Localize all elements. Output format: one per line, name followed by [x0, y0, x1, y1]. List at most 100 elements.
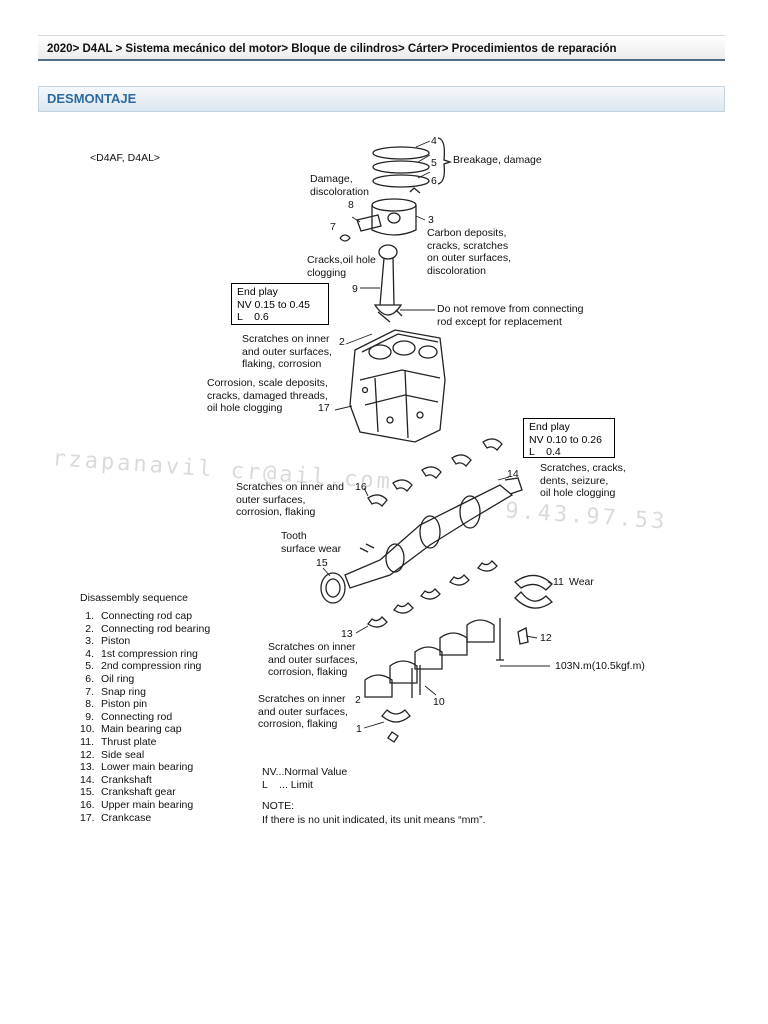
sequence-item: 15. Crankshaft gear [80, 786, 210, 799]
sequence-item-number: 2. [85, 622, 94, 635]
label-scratches-crankshaft: Scratches, cracks, dents, seizure, oil h… [540, 462, 626, 499]
sequence-item: 11.Thrust plate [80, 736, 210, 749]
sequence-title: Disassembly sequence [80, 592, 188, 604]
legend-limit: L ... Limit [262, 779, 313, 791]
label-wear: Wear [569, 576, 594, 588]
section-title: DESMONTAJE [38, 86, 725, 112]
sequence-item-label: Piston pin [101, 698, 148, 711]
piston-drawing [371, 187, 421, 236]
side-seal-drawing [517, 627, 529, 645]
label-tooth-wear: Tooth surface wear [281, 530, 342, 555]
callout-5: 5 [431, 157, 437, 169]
sequence-item-number: 7. [85, 685, 94, 698]
lower-main-bearings [367, 560, 498, 628]
sequence-item: 2. Connecting rod bearing [80, 623, 210, 636]
label-torque: 103N.m(10.5kgf.m) [555, 660, 645, 672]
note-text: If there is no unit indicated, its unit … [262, 814, 486, 826]
sequence-list: 1. Connecting rod cap 2. Connecting rod bea… [80, 610, 210, 824]
callout-2-bottom: 2 [355, 694, 361, 706]
sequence-item: 10. Main bearing cap [80, 723, 210, 736]
sequence-item-label: Lower main bearing [101, 761, 194, 774]
sequence-item-number: 14. [80, 773, 95, 786]
crankshaft-drawing [344, 477, 523, 589]
sequence-item: 13.Lower main bearing [80, 761, 210, 774]
callout-12: 12 [540, 632, 552, 644]
sequence-item-number: 15. [80, 786, 95, 799]
callout-9: 9 [352, 283, 358, 295]
sequence-item: 12.Side seal [80, 749, 210, 762]
sequence-item-number: 3. [85, 635, 94, 648]
compression-ring-1 [372, 146, 430, 160]
oil-ring [372, 174, 430, 188]
label-scratches-lower-bearing: Scratches on inner and outer surfaces, c… [268, 641, 358, 678]
label-damage-discoloration: Damage, discoloration [310, 173, 369, 198]
sequence-item-label: Thrust plate [101, 735, 157, 748]
sequence-item-label: Connecting rod cap [101, 610, 193, 622]
disassembly-sequence: Disassembly sequence 1. Connecting rod ca… [80, 592, 210, 824]
label-scratches-rod-cap: Scratches on inner and outer surfaces, c… [258, 693, 348, 730]
sequence-item-label: Snap ring [101, 685, 146, 698]
callout-3: 3 [428, 214, 434, 226]
sequence-item-number: 8. [85, 698, 94, 711]
sequence-item-number: 9. [85, 710, 94, 723]
sequence-item: 9. Connecting rod [80, 711, 210, 724]
sequence-item-number: 10. [80, 723, 95, 736]
callout-13: 13 [341, 628, 353, 640]
callout-2-top: 2 [339, 336, 345, 348]
sequence-item-number: 1. [85, 610, 94, 622]
sequence-item-label: Crankshaft gear [101, 786, 176, 799]
main-bearing-caps [364, 619, 495, 698]
sequence-item: 5. 2nd compression ring [80, 660, 210, 673]
sequence-item: 4. 1st compression ring [80, 648, 210, 661]
callout-11: 11 [553, 576, 564, 588]
callout-16: 16 [355, 481, 367, 493]
sequence-item-number: 5. [85, 660, 94, 673]
sequence-item-label: Crankshaft [101, 773, 152, 786]
legend-nv: NV...Normal Value [262, 766, 348, 778]
note-title: NOTE: [262, 800, 295, 812]
sequence-item: 16.Upper main bearing [80, 799, 210, 812]
sequence-item: 3.Piston [80, 635, 210, 648]
callout-7: 7 [330, 221, 336, 233]
sequence-item-label: Crankcase [101, 811, 152, 824]
sequence-item: 1. Connecting rod cap [80, 610, 210, 623]
sequence-item-label: Upper main bearing [101, 798, 194, 811]
crankshaft-gear-drawing [320, 543, 375, 604]
sequence-item: 7. Snap ring [80, 686, 210, 699]
sequence-item-number: 4. [85, 647, 94, 660]
sequence-item-label: Oil ring [101, 672, 135, 685]
exploded-view-drawing [320, 137, 553, 743]
sequence-item-label: 2nd compression ring [101, 660, 202, 673]
sequence-item-label: Connecting rod [101, 710, 173, 723]
label-breakage: Breakage, damage [453, 154, 542, 166]
thrust-plate-lower [514, 591, 553, 609]
sequence-item-label: Main bearing cap [101, 723, 182, 736]
engine-disassembly-diagram: <D4AF, D4AL> 4 5 6 Breakage, damage Dama… [0, 120, 768, 840]
end-play-box-crankshaft: End play NV 0.10 to 0.26 L 0.4 [523, 418, 615, 458]
label-cracks-oil-hole: Cracks,oil hole clogging [307, 254, 376, 279]
sequence-item-number: 6. [85, 672, 94, 685]
callout-15: 15 [316, 557, 328, 569]
breadcrumb: 2020> D4AL > Sistema mecánico del motor>… [38, 35, 725, 61]
callout-17: 17 [318, 402, 330, 414]
end-play-box-rod: End play NV 0.15 to 0.45 L 0.6 [231, 283, 329, 325]
callout-14: 14 [507, 468, 519, 480]
sequence-item: 8. Piston pin [80, 698, 210, 711]
connecting-rod-drawing [373, 244, 403, 323]
thrust-plate-upper [513, 574, 553, 591]
callout-6: 6 [431, 175, 437, 187]
sequence-item-number: 17. [80, 811, 95, 824]
piston-pin-drawing [356, 214, 382, 232]
sequence-item: 14. Crankshaft [80, 774, 210, 787]
callout-1: 1 [356, 723, 362, 735]
label-scratches-upper-bearing: Scratches on inner and outer surfaces, c… [236, 481, 344, 518]
label-do-not-remove: Do not remove from connecting rod except… [437, 303, 584, 328]
sequence-item-label: 1st compression ring [101, 647, 198, 660]
label-corrosion-crankcase: Corrosion, scale deposits, cracks, damag… [207, 377, 328, 414]
sequence-item: 17. Crankcase [80, 812, 210, 825]
callout-4: 4 [431, 135, 437, 147]
label-scratches-bearing-top: Scratches on inner and outer surfaces, f… [242, 333, 332, 370]
sequence-item-label: Connecting rod bearing [101, 622, 211, 635]
sequence-item-number: 12. [80, 748, 95, 761]
compression-ring-2 [372, 160, 430, 174]
